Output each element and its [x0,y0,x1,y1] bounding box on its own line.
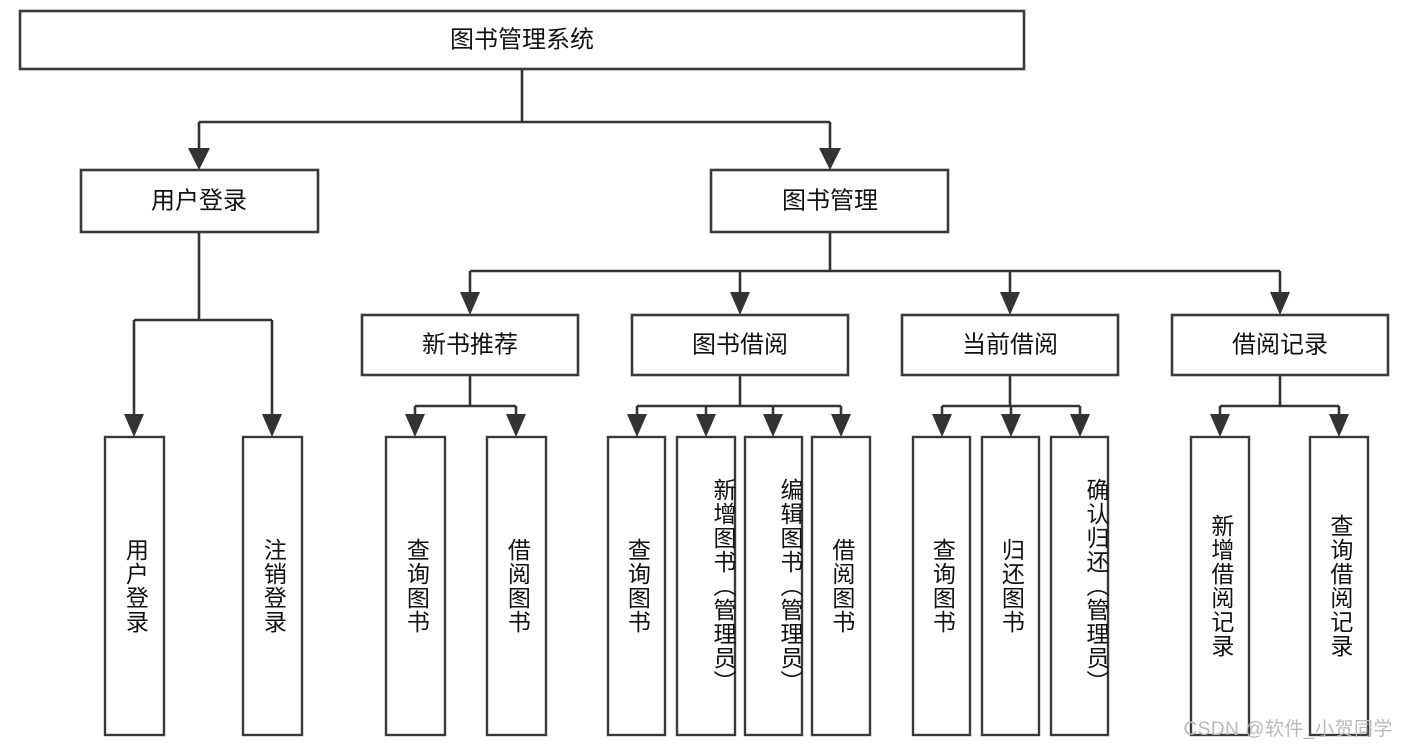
arrowhead-leaf-add-book [696,414,716,437]
arrowhead-leaf-query-book-1 [405,414,425,437]
arrowhead-leaf-query-book-2 [627,414,647,437]
node-leaf-borrow-book-2[interactable] [810,435,872,737]
node-user-login-label: 用户登录 [151,187,247,214]
node-user-login[interactable] [79,168,320,234]
node-borrow-record-label: 借阅记录 [1232,331,1328,358]
node-book-borrow[interactable] [630,313,850,377]
node-leaf-borrow-book-1[interactable] [485,435,548,737]
node-leaf-add-book[interactable] [675,435,737,737]
node-leaf-query-book-3[interactable] [911,435,972,737]
node-leaf-add-borrow-record[interactable] [1189,435,1251,737]
arrowhead-leaf-user-login [124,414,144,437]
csdn-watermark: CSDN @软件_小贺同学 [1183,719,1393,740]
node-root[interactable] [18,9,1026,71]
node-leaf-user-logout[interactable] [241,435,304,737]
arrowhead-book-management [819,148,841,170]
arrowhead-leaf-confirm-return [1070,414,1090,437]
arrowhead-new-book-recommend [460,292,480,315]
arrowhead-leaf-borrow-book-1 [506,414,526,437]
connector-group-borrow-record [1210,375,1349,437]
node-leaf-query-book-2[interactable] [606,435,667,737]
arrowhead-leaf-add-borrow-record [1210,414,1230,437]
arrowhead-leaf-user-logout [262,414,282,437]
node-new-book-recommend-label: 新书推荐 [422,331,518,358]
node-leaf-confirm-return[interactable] [1049,435,1110,737]
connector-group-root [188,69,841,170]
connector-group-book-borrow [627,375,851,437]
node-leaf-edit-book[interactable] [743,435,804,737]
arrowhead-leaf-query-borrow-record [1329,414,1349,437]
node-book-management-label: 图书管理 [782,187,878,214]
arrowhead-user-login [188,148,210,170]
arrowhead-leaf-edit-book [763,414,783,437]
node-current-borrow-label: 当前借阅 [962,331,1058,358]
node-leaf-user-login[interactable] [103,435,166,737]
connector-group-book-management [460,232,1290,315]
node-new-book-recommend[interactable] [360,313,580,377]
node-leaf-query-book-1[interactable] [384,435,447,737]
connector-group-user-login [124,232,282,437]
connector-group-new-book-recommend [405,375,526,437]
connector-group-current-borrow [932,375,1090,437]
node-book-management[interactable] [709,168,950,234]
node-root-label: 图书管理系统 [450,26,594,53]
node-borrow-record[interactable] [1170,313,1390,377]
arrowhead-leaf-return-book [1001,414,1021,437]
node-current-borrow[interactable] [900,313,1120,377]
arrowhead-current-borrow [1000,292,1020,315]
arrowhead-leaf-query-book-3 [932,414,952,437]
arrowhead-borrow-record [1270,292,1290,315]
arrowhead-book-borrow [730,292,750,315]
node-leaf-return-book[interactable] [980,435,1041,737]
arrowhead-leaf-borrow-book-2 [831,414,851,437]
node-book-borrow-label: 图书借阅 [692,331,788,358]
node-leaf-query-borrow-record[interactable] [1308,435,1370,737]
